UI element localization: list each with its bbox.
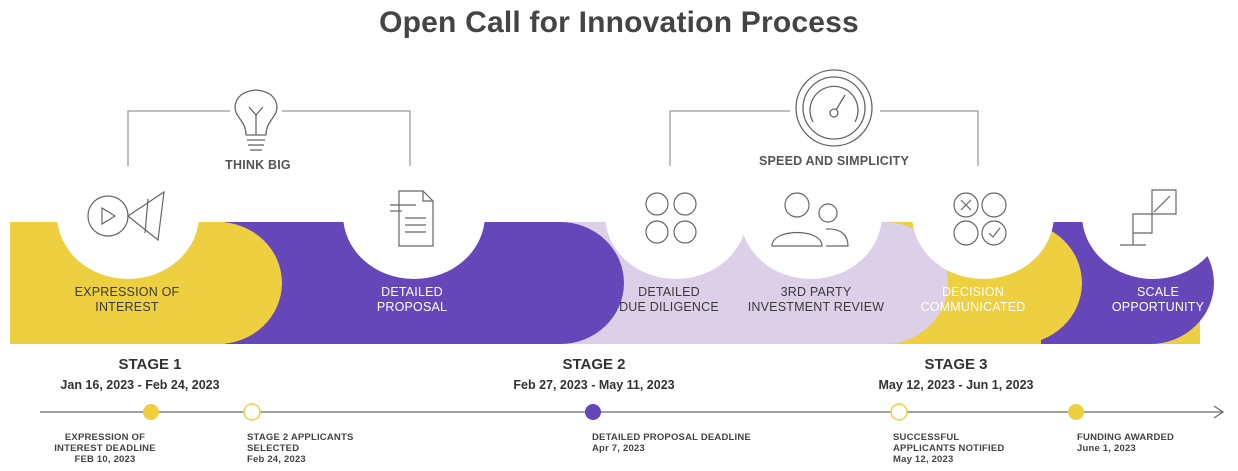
step-label-line: OPPORTUNITY: [1111, 300, 1205, 314]
bracket-think-big: [127, 110, 411, 166]
milestone-marker: [585, 404, 601, 420]
stage-1-dates: Jan 16, 2023 - Feb 24, 2023: [60, 378, 220, 392]
milestone-label-line: EXPRESSION OF: [64, 432, 146, 443]
timeline: [40, 403, 1225, 421]
milestone-marker: [243, 403, 261, 421]
stage-3-dates: May 12, 2023 - Jun 1, 2023: [878, 378, 1034, 392]
step-label-line: INVESTMENT REVIEW: [747, 300, 885, 314]
milestone-label-line: STAGE 2 APPLICANTS: [247, 432, 354, 443]
step-label-detailed-due-diligence: DETAILED DUE DILIGENCE: [594, 285, 744, 315]
stage-3-name: STAGE 3: [924, 356, 988, 373]
milestone-label-line: APPLICANTS NOTIFIED: [893, 443, 1005, 454]
step-label-expression-of-interest: EXPRESSION OF INTEREST: [42, 285, 212, 315]
icon-tabs: [57, 215, 1224, 279]
milestone-label-proposal-deadline: DETAILED PROPOSAL DEADLINE Apr 7, 2023: [592, 432, 792, 454]
step-label-line: SCALE: [1137, 285, 1179, 299]
timeline-arrow-icon: [1213, 405, 1225, 419]
milestone-label-line: DETAILED PROPOSAL DEADLINE: [592, 432, 751, 443]
decision-circles-icon: [953, 192, 1007, 246]
stage-2-name: STAGE 2: [562, 356, 626, 373]
four-circles-icon: [645, 192, 697, 244]
people-icon: [771, 192, 849, 247]
page-title: Open Call for Innovation Process: [379, 6, 859, 39]
milestone-label-line: Apr 7, 2023: [592, 443, 645, 454]
milestone-marker: [890, 403, 908, 421]
band-detailed-proposal: [225, 222, 624, 344]
milestone-label-line: FUNDING AWARDED: [1077, 432, 1175, 443]
step-label-line: DECISION: [941, 285, 1005, 299]
process-bands: [0, 170, 1238, 344]
milestone-label-line: SUCCESSFUL: [893, 432, 960, 443]
step-label-line: DETAILED: [381, 285, 443, 299]
milestone-label-applicants-notified: SUCCESSFUL APPLICANTS NOTIFIED May 12, 2…: [893, 432, 1043, 465]
step-label-scale-opportunity: SCALE OPPORTUNITY: [1093, 285, 1223, 315]
step-label-line: COMMUNICATED: [920, 300, 1026, 314]
milestone-label-line: June 1, 2023: [1077, 443, 1136, 454]
milestone-label-line: SELECTED: [247, 443, 300, 454]
milestone-label-line: FEB 10, 2023: [74, 454, 136, 465]
bracket-label-think-big: THINK BIG: [225, 158, 291, 172]
milestone-label-stage2-selected: STAGE 2 APPLICANTS SELECTED Feb 24, 2023: [247, 432, 407, 465]
stage-1-name: STAGE 1: [118, 356, 182, 373]
step-label-line: DETAILED: [638, 285, 700, 299]
step-label-detailed-proposal: DETAILED PROPOSAL: [327, 285, 497, 315]
lightbulb-icon: [234, 89, 278, 151]
milestone-label-line: INTEREST DEADLINE: [54, 443, 156, 454]
milestone-label-eoi-deadline: EXPRESSION OF INTEREST DEADLINE FEB 10, …: [40, 432, 170, 465]
step-label-line: EXPRESSION OF: [74, 285, 180, 299]
play-megaphone-icon: [87, 190, 165, 242]
step-label-3rd-party-review: 3RD PARTY INVESTMENT REVIEW: [731, 285, 901, 315]
speedometer-icon: [795, 69, 873, 147]
milestone-label-funding-awarded: FUNDING AWARDED June 1, 2023: [1077, 432, 1217, 454]
step-label-line: DUE DILIGENCE: [619, 300, 719, 314]
stage-2-dates: Feb 27, 2023 - May 11, 2023: [513, 378, 675, 392]
bracket-label-speed-simplicity: SPEED AND SIMPLICITY: [758, 154, 910, 168]
step-label-line: PROPOSAL: [376, 300, 448, 314]
step-label-line: INTEREST: [95, 300, 159, 314]
step-label-decision-communicated: DECISION COMMUNICATED: [898, 285, 1048, 315]
step-label-line: 3RD PARTY: [780, 285, 852, 299]
scale-arrow-icon: [1120, 189, 1177, 246]
milestone-label-line: Feb 24, 2023: [247, 454, 306, 465]
milestone-marker: [1068, 404, 1084, 420]
bracket-speed-simplicity: [669, 110, 979, 166]
milestone-label-line: May 12, 2023: [893, 454, 954, 465]
document-icon: [390, 190, 434, 247]
milestone-marker: [143, 404, 159, 420]
